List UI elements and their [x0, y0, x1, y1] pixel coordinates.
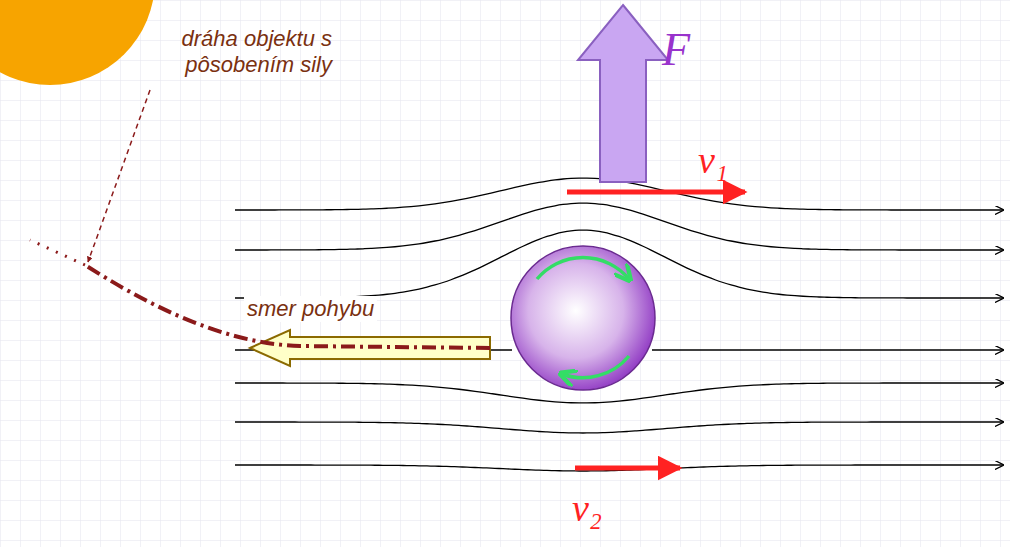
streamline: [235, 465, 1003, 471]
streamline: [652, 349, 1003, 350]
trajectory-note: dráha objektu s pôsobením sily: [100, 26, 332, 79]
leader-line: [88, 90, 150, 262]
corner-decoration: [0, 0, 155, 85]
rotation-arrow: [562, 356, 629, 378]
streamlines: [235, 178, 1003, 471]
streamline: [235, 383, 1003, 403]
velocity-arrow: [575, 466, 680, 471]
trajectory-continuation: [30, 240, 85, 265]
motion-label: smer pohybu: [244, 296, 377, 322]
streamline: [235, 422, 1003, 433]
force-arrow: [578, 5, 668, 182]
streamline: [235, 203, 1003, 250]
velocity-label: v₂: [572, 486, 602, 532]
rotation-arrow: [537, 258, 629, 279]
velocity-label: v₁: [698, 138, 728, 184]
force-label: F: [662, 22, 690, 77]
trajectory-line: [85, 265, 490, 348]
velocity-arrow: [567, 190, 745, 195]
rotating-ball: [511, 246, 655, 390]
